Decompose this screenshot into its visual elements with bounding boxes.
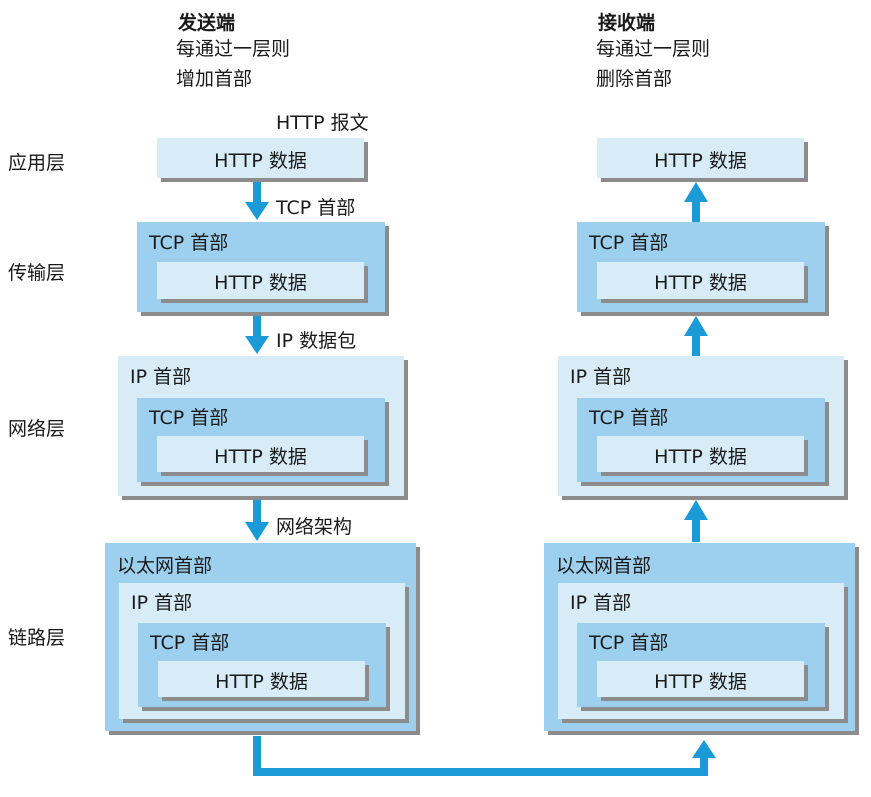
receiver-link-ethernet-header: 以太网首部 <box>556 555 652 577</box>
sender-link-http-data-label: HTTP 数据 <box>215 671 308 693</box>
sender-app-http-data-label: HTTP 数据 <box>214 150 307 172</box>
sender-network-packet: IP 首部 TCP 首部 HTTP 数据 <box>118 356 404 496</box>
sender-title: 发送端 <box>178 12 236 34</box>
receiver-network-http-data-box: HTTP 数据 <box>597 436 804 472</box>
http-message-label: HTTP 报文 <box>276 112 369 134</box>
arrow-label-network-frame: 网络架构 <box>276 516 353 538</box>
receiver-transport-http-data-label: HTTP 数据 <box>654 272 747 294</box>
sender-transport-http-data-label: HTTP 数据 <box>214 272 307 294</box>
sender-link-tcp-header: TCP 首部 <box>150 632 230 654</box>
sender-network-tcp-segment: TCP 首部 HTTP 数据 <box>137 398 385 482</box>
sender-desc-line2: 增加首部 <box>176 68 253 90</box>
sender-transport-tcp-header: TCP 首部 <box>149 232 229 254</box>
down-arrow-network-to-link-icon <box>245 500 269 541</box>
receiver-desc-line2: 删除首部 <box>596 68 673 90</box>
receiver-network-tcp-segment: TCP 首部 HTTP 数据 <box>577 398 825 482</box>
sender-app-http-data-box: HTTP 数据 <box>157 138 364 178</box>
sender-link-ip-packet: IP 首部 TCP 首部 HTTP 数据 <box>119 583 405 719</box>
receiver-network-ip-header: IP 首部 <box>570 366 632 388</box>
receiver-link-tcp-header: TCP 首部 <box>589 632 669 654</box>
up-arrow-network-to-transport-icon <box>684 316 708 356</box>
sender-network-http-data-label: HTTP 数据 <box>214 446 307 468</box>
sender-link-ethernet-header: 以太网首部 <box>117 555 213 577</box>
receiver-title: 接收端 <box>598 12 656 34</box>
receiver-link-http-data-label: HTTP 数据 <box>654 671 747 693</box>
sender-link-tcp-segment: TCP 首部 HTTP 数据 <box>138 623 386 707</box>
layer-label-application: 应用层 <box>8 152 66 174</box>
layer-label-transport: 传输层 <box>8 262 66 284</box>
down-arrow-transport-to-network-icon <box>245 316 269 354</box>
sender-network-tcp-header: TCP 首部 <box>149 407 229 429</box>
up-arrow-link-to-network-icon <box>684 500 708 542</box>
arrow-label-ip-packet: IP 数据包 <box>276 330 357 352</box>
receiver-network-packet: IP 首部 TCP 首部 HTTP 数据 <box>558 356 844 496</box>
receiver-link-ip-packet: IP 首部 TCP 首部 HTTP 数据 <box>558 583 844 719</box>
sender-transport-segment: TCP 首部 HTTP 数据 <box>137 222 385 312</box>
receiver-link-http-data-box: HTTP 数据 <box>597 661 804 697</box>
link-transfer-connector-icon <box>253 736 716 776</box>
receiver-transport-tcp-header: TCP 首部 <box>589 232 669 254</box>
receiver-network-tcp-header: TCP 首部 <box>589 407 669 429</box>
receiver-transport-http-data-box: HTTP 数据 <box>597 262 804 299</box>
receiver-desc-line1: 每通过一层则 <box>596 38 711 60</box>
receiver-network-http-data-label: HTTP 数据 <box>654 446 747 468</box>
sender-link-frame: 以太网首部 IP 首部 TCP 首部 HTTP 数据 <box>105 543 416 731</box>
arrow-label-tcp-header: TCP 首部 <box>276 197 356 219</box>
sender-desc-line1: 每通过一层则 <box>176 38 291 60</box>
sender-link-http-data-box: HTTP 数据 <box>158 661 365 697</box>
receiver-transport-segment: TCP 首部 HTTP 数据 <box>577 222 825 312</box>
layer-label-network: 网络层 <box>8 418 66 440</box>
receiver-app-http-data-box: HTTP 数据 <box>597 138 804 178</box>
sender-link-ip-header: IP 首部 <box>131 592 193 614</box>
receiver-app-http-data-label: HTTP 数据 <box>654 150 747 172</box>
layer-label-link: 链路层 <box>8 627 66 649</box>
sender-network-http-data-box: HTTP 数据 <box>157 436 364 472</box>
sender-transport-http-data-box: HTTP 数据 <box>157 262 364 299</box>
receiver-link-tcp-segment: TCP 首部 HTTP 数据 <box>577 623 825 707</box>
up-arrow-transport-to-app-icon <box>684 182 708 222</box>
receiver-link-ip-header: IP 首部 <box>570 592 632 614</box>
receiver-link-frame: 以太网首部 IP 首部 TCP 首部 HTTP 数据 <box>544 543 855 731</box>
down-arrow-app-to-transport-icon <box>245 182 269 220</box>
sender-network-ip-header: IP 首部 <box>130 366 192 388</box>
